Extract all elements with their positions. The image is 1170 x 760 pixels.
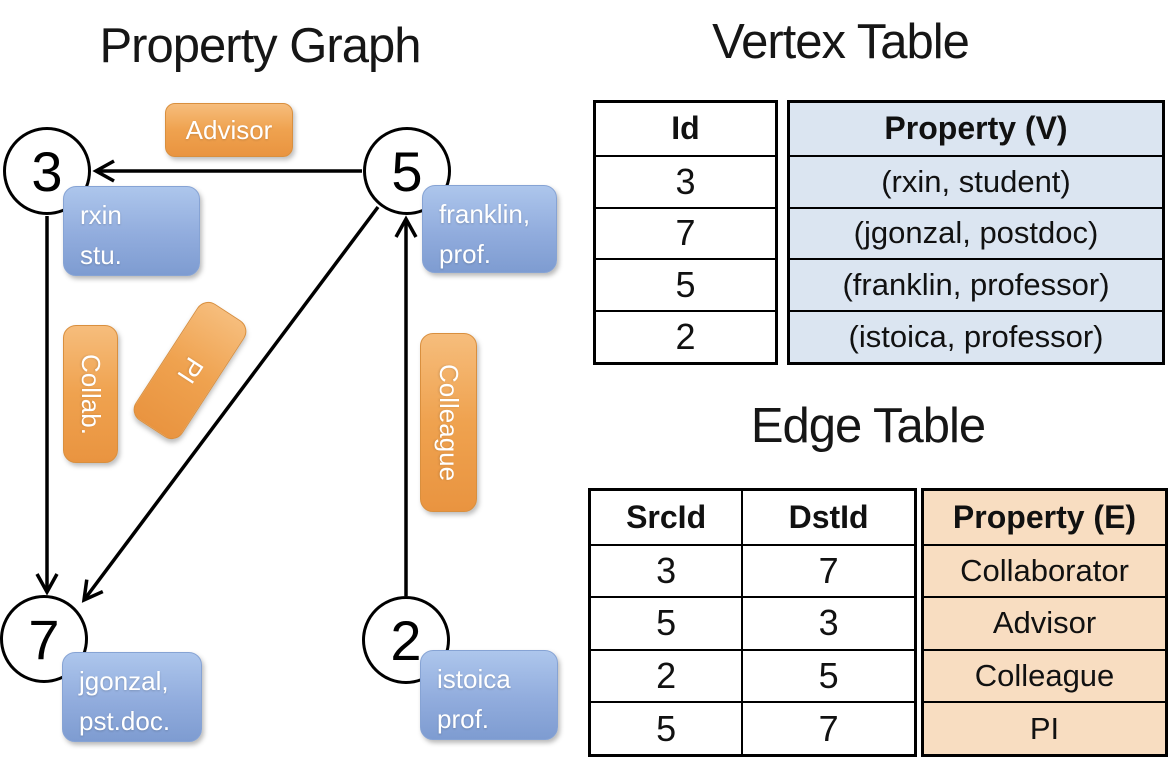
- vertex-table-title: Vertex Table: [712, 15, 970, 69]
- edge-table-property-cell: Colleague: [924, 648, 1165, 702]
- node-3-property-box: rxin stu.: [63, 186, 200, 276]
- edge-table-dstid-cell: 7: [741, 543, 914, 597]
- vertex-table-property-cell: (franklin, professor): [790, 258, 1162, 310]
- vertex-table-property-header: Property (V): [884, 110, 1068, 147]
- edge-table-srcid-cell: 2: [591, 648, 742, 702]
- vertex-table-id-cell: 7: [596, 206, 775, 259]
- edge-label-collab: Collab.: [63, 325, 118, 463]
- vertex-table-id-cell: 5: [596, 258, 775, 310]
- graph-node-2: 2: [362, 596, 450, 684]
- property-graph-title: Property Graph: [99, 19, 422, 73]
- vertex-table-id-cell: 3: [596, 154, 775, 207]
- edge-table-srcid-cell: 3: [591, 543, 742, 597]
- node-5-property-box: franklin, prof.: [422, 185, 557, 273]
- edge-table-srcid-cell: 5: [591, 596, 742, 649]
- edge-table-property-header: Property (E): [952, 498, 1137, 535]
- edge-arrow-5-to-7: [81, 205, 380, 603]
- edge-table-title: Edge Table: [750, 399, 986, 453]
- edge-label-advisor: Advisor: [165, 103, 293, 157]
- vertex-table-property-column: Property (V) (rxin, student) (jgonzal, p…: [787, 100, 1165, 365]
- vertex-table-id-header: Id: [671, 110, 700, 147]
- vertex-table-property-cell: (istoica, professor): [790, 310, 1162, 362]
- vertex-table-id-cell: 2: [596, 310, 775, 362]
- edge-label-colleague: Colleague: [420, 333, 477, 512]
- edge-table-id-columns: SrcId DstId 3 7 5 3 2 5 5 7: [588, 488, 917, 757]
- edge-table-property-cell: Advisor: [924, 596, 1165, 649]
- vertex-table-property-cell: (jgonzal, postdoc): [790, 206, 1162, 259]
- edge-table-property-column: Property (E) Collaborator Advisor Collea…: [921, 488, 1168, 757]
- edge-table-srcid-header: SrcId: [626, 498, 707, 535]
- graph-edges-svg: [35, 159, 418, 603]
- edge-table-dstid-header: DstId: [741, 491, 914, 544]
- edge-table-dstid-cell: 7: [741, 701, 914, 754]
- edge-table-dstid-cell: 3: [741, 596, 914, 649]
- edge-table-property-cell: Collaborator: [924, 543, 1165, 597]
- edge-table-srcid-cell: 5: [591, 701, 742, 754]
- vertex-table-property-cell: (rxin, student): [790, 154, 1162, 207]
- vertex-table-id-column: Id 3 7 5 2: [593, 100, 778, 365]
- node-7-property-box: jgonzal, pst.doc.: [62, 652, 202, 742]
- graph-node-5: 5: [363, 127, 451, 215]
- edge-table-property-cell: PI: [924, 701, 1165, 754]
- node-2-property-box: istoica prof.: [420, 650, 558, 740]
- edge-table-dstid-cell: 5: [741, 648, 914, 702]
